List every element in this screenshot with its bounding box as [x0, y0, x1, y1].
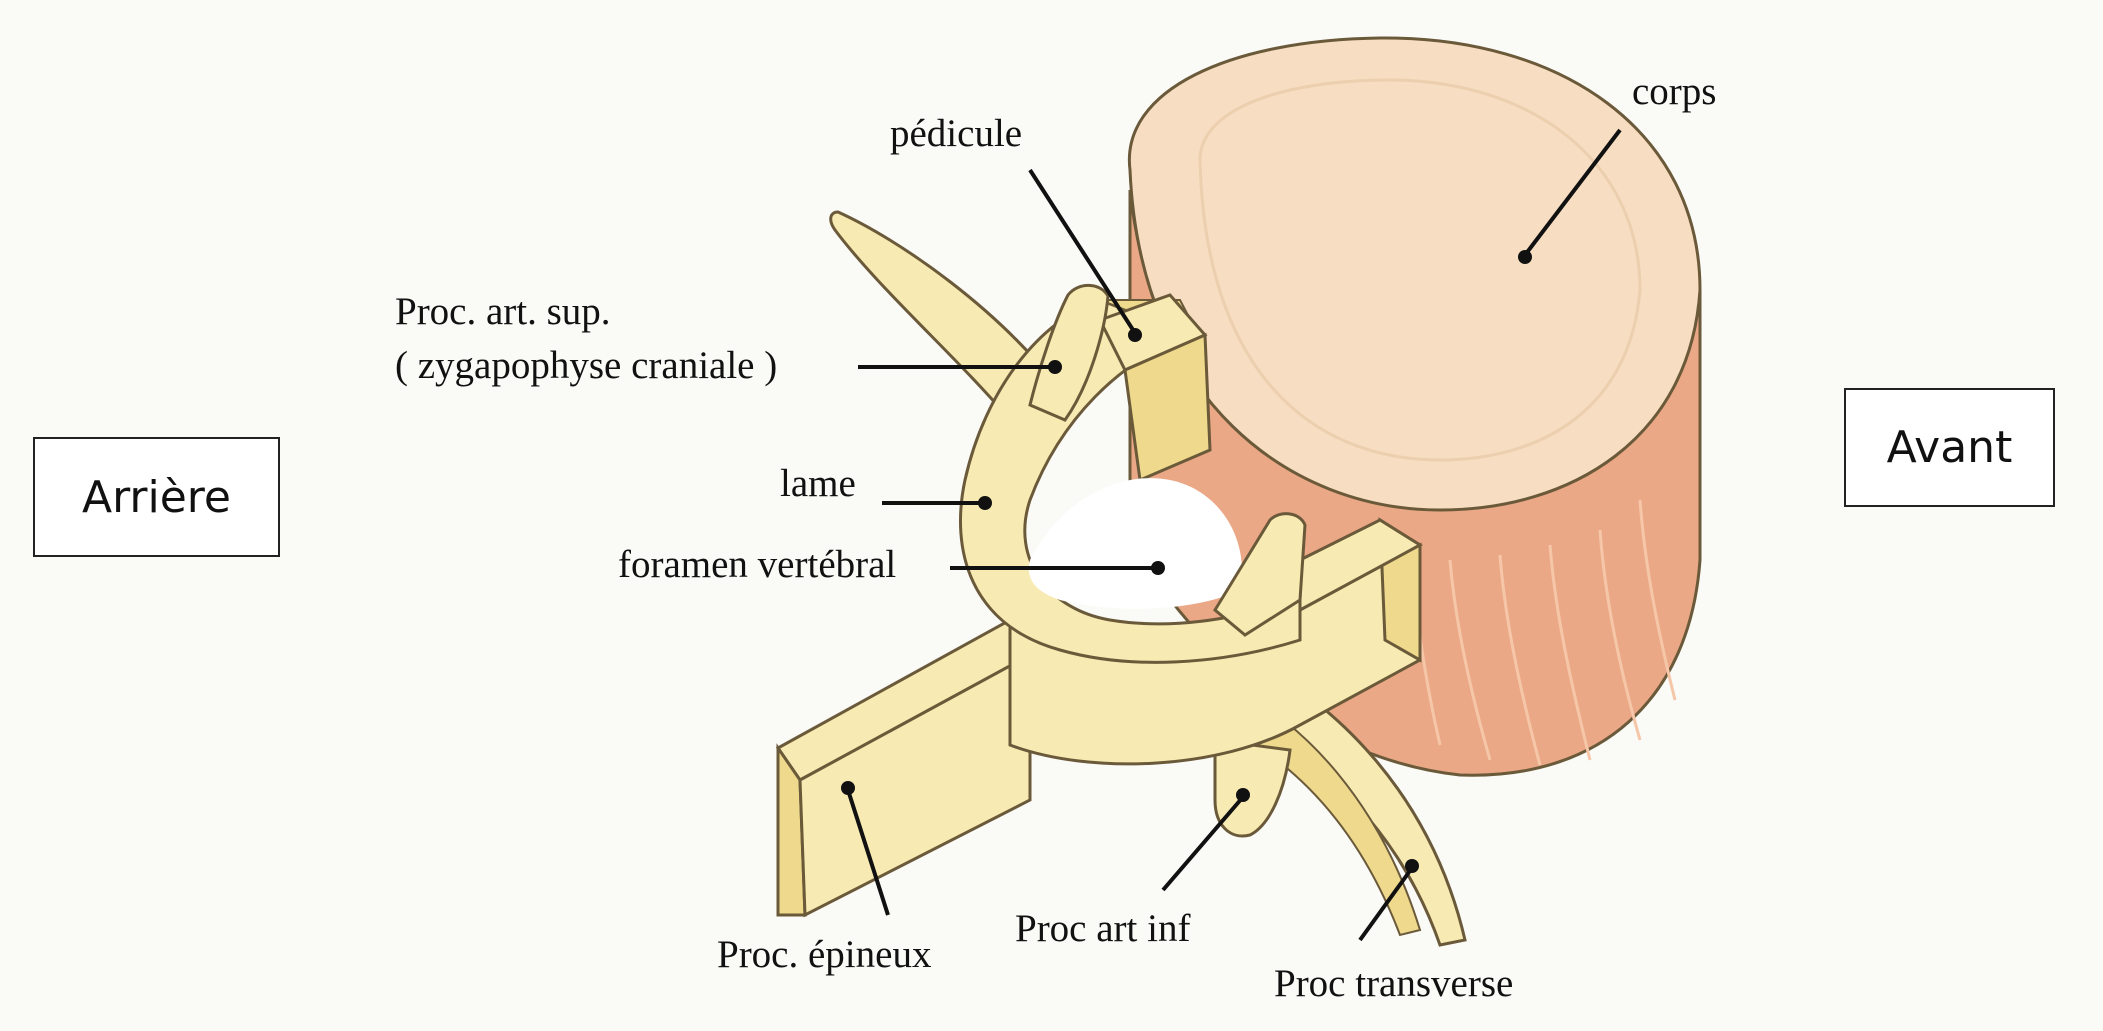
- box-avant: Avant: [1844, 388, 2055, 507]
- superior-articular-process-left: [1028, 283, 1110, 422]
- label-proc-art-inf: Proc art inf: [1015, 907, 1191, 950]
- label-corps: corps: [1632, 70, 1717, 113]
- vertebral-body-top-inner: [1198, 78, 1642, 462]
- leader-lines: [846, 128, 1622, 942]
- leader-proc-art-inf: [1161, 795, 1245, 892]
- label-foramen: foramen vertébral: [618, 543, 897, 586]
- label-lame: lame: [780, 462, 856, 505]
- label-proc-art-sup: Proc. art. sup.: [395, 290, 611, 333]
- superior-articular-process-right: [1213, 512, 1307, 637]
- label-zygapophyse: ( zygapophyse craniale ): [395, 344, 778, 387]
- leader-proc-transverse: [1358, 866, 1414, 942]
- vertebral-body-texture: [1408, 499, 1677, 766]
- leader-proc-epineux: [846, 789, 890, 916]
- spinous-process: [775, 617, 1033, 918]
- inferior-articular-process: [1213, 738, 1292, 838]
- vertebral-foramen-opening: [1028, 478, 1242, 609]
- label-pedicule: pédicule: [890, 112, 1023, 155]
- label-proc-transverse: Proc transverse: [1274, 962, 1514, 1005]
- leader-corps: [1523, 128, 1622, 257]
- leader-dots: [841, 250, 1532, 873]
- leader-pedicule: [1028, 168, 1137, 335]
- box-arriere: Arrière: [33, 437, 280, 557]
- vertebral-body-top: [1127, 36, 1702, 512]
- label-proc-epineux: Proc. épineux: [717, 933, 932, 976]
